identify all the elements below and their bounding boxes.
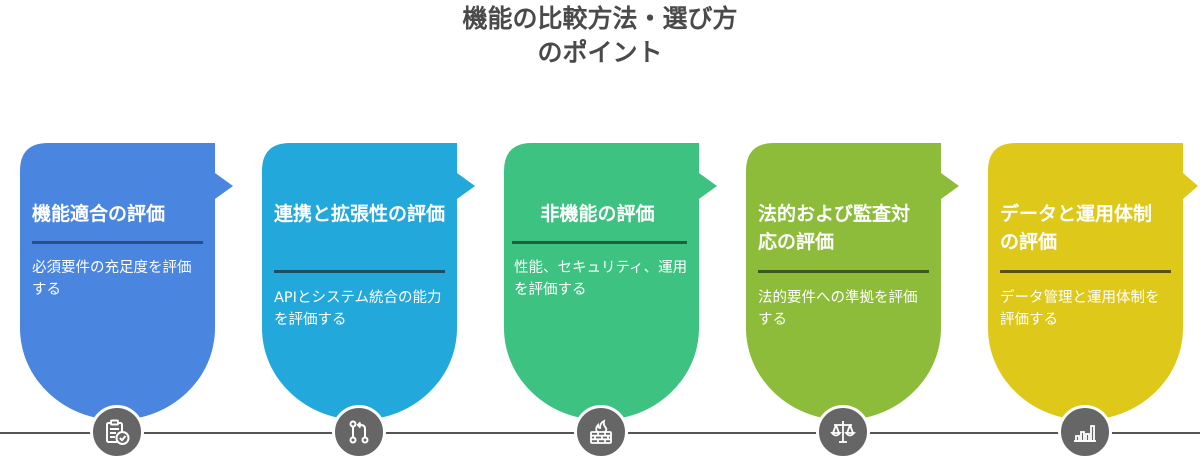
step-card-legal-audit: 法的および監査対応の評価 法的要件への準拠を評価する xyxy=(746,143,961,423)
card-shape xyxy=(746,143,959,420)
scales-icon xyxy=(816,405,870,459)
step-divider xyxy=(274,270,445,273)
step-description: データ管理と運用体制を評価する xyxy=(1000,290,1160,328)
step-title: データと運用体制の評価 xyxy=(1000,203,1153,253)
git-pull-request-icon xyxy=(332,405,386,459)
clipboard-check-icon xyxy=(90,405,144,459)
step-description: 性能、セキュリティ、運用を評価する xyxy=(514,260,688,298)
card-shape xyxy=(988,143,1198,420)
diagram-title-line2: のポイント xyxy=(537,38,663,67)
step-divider xyxy=(1000,270,1171,273)
step-title: 連携と拡張性の評価 xyxy=(274,203,446,225)
step-title: 非機能の評価 xyxy=(540,203,655,225)
step-title: 法的および監査対応の評価 xyxy=(758,203,911,253)
step-card-data-operations: データと運用体制の評価 データ管理と運用体制を評価する xyxy=(988,143,1200,423)
bar-chart-icon xyxy=(1058,405,1112,459)
step-card-integration: 連携と拡張性の評価 APIとシステム統合の能力を評価する xyxy=(262,143,477,423)
step-divider xyxy=(758,270,929,273)
diagram-title: 機能の比較方法・選び方 のポイント xyxy=(0,2,1200,70)
step-divider xyxy=(512,241,687,244)
step-divider xyxy=(32,241,203,244)
step-title: 機能適合の評価 xyxy=(32,203,166,225)
firewall-icon xyxy=(574,405,628,459)
step-card-non-functional: 非機能の評価 性能、セキュリティ、運用を評価する xyxy=(504,143,719,423)
diagram-title-line1: 機能の比較方法・選び方 xyxy=(462,4,738,33)
step-description: 法的要件への準拠を評価する xyxy=(758,290,918,328)
step-description: APIとシステム統合の能力を評価する xyxy=(274,290,442,328)
card-shape xyxy=(20,143,233,420)
step-card-function-fit: 機能適合の評価 必須要件の充足度を評価する xyxy=(20,143,235,423)
card-shape xyxy=(262,143,475,420)
card-shape xyxy=(504,143,717,420)
step-description: 必須要件の充足度を評価する xyxy=(32,260,192,298)
